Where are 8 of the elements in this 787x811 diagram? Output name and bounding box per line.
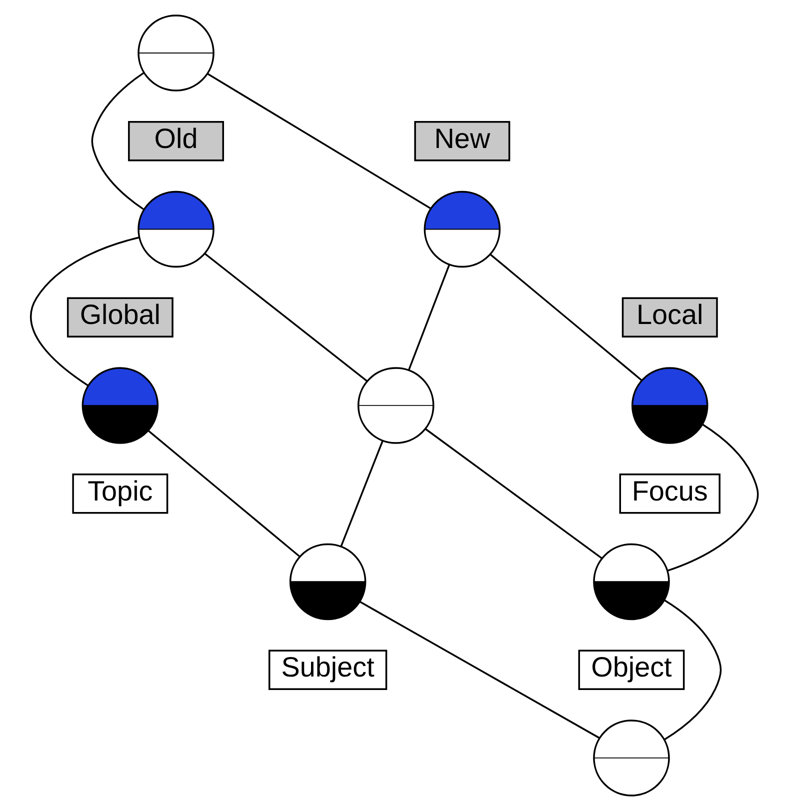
node-label: Focus [631, 475, 708, 506]
node-label: Subject [280, 652, 374, 682]
node-label: Topic [87, 475, 152, 506]
node-label: Old [154, 122, 198, 154]
node-label: Global [79, 299, 160, 330]
node-label: Object [590, 652, 672, 682]
node-label: Local [636, 299, 703, 330]
node-label: New [434, 122, 490, 154]
